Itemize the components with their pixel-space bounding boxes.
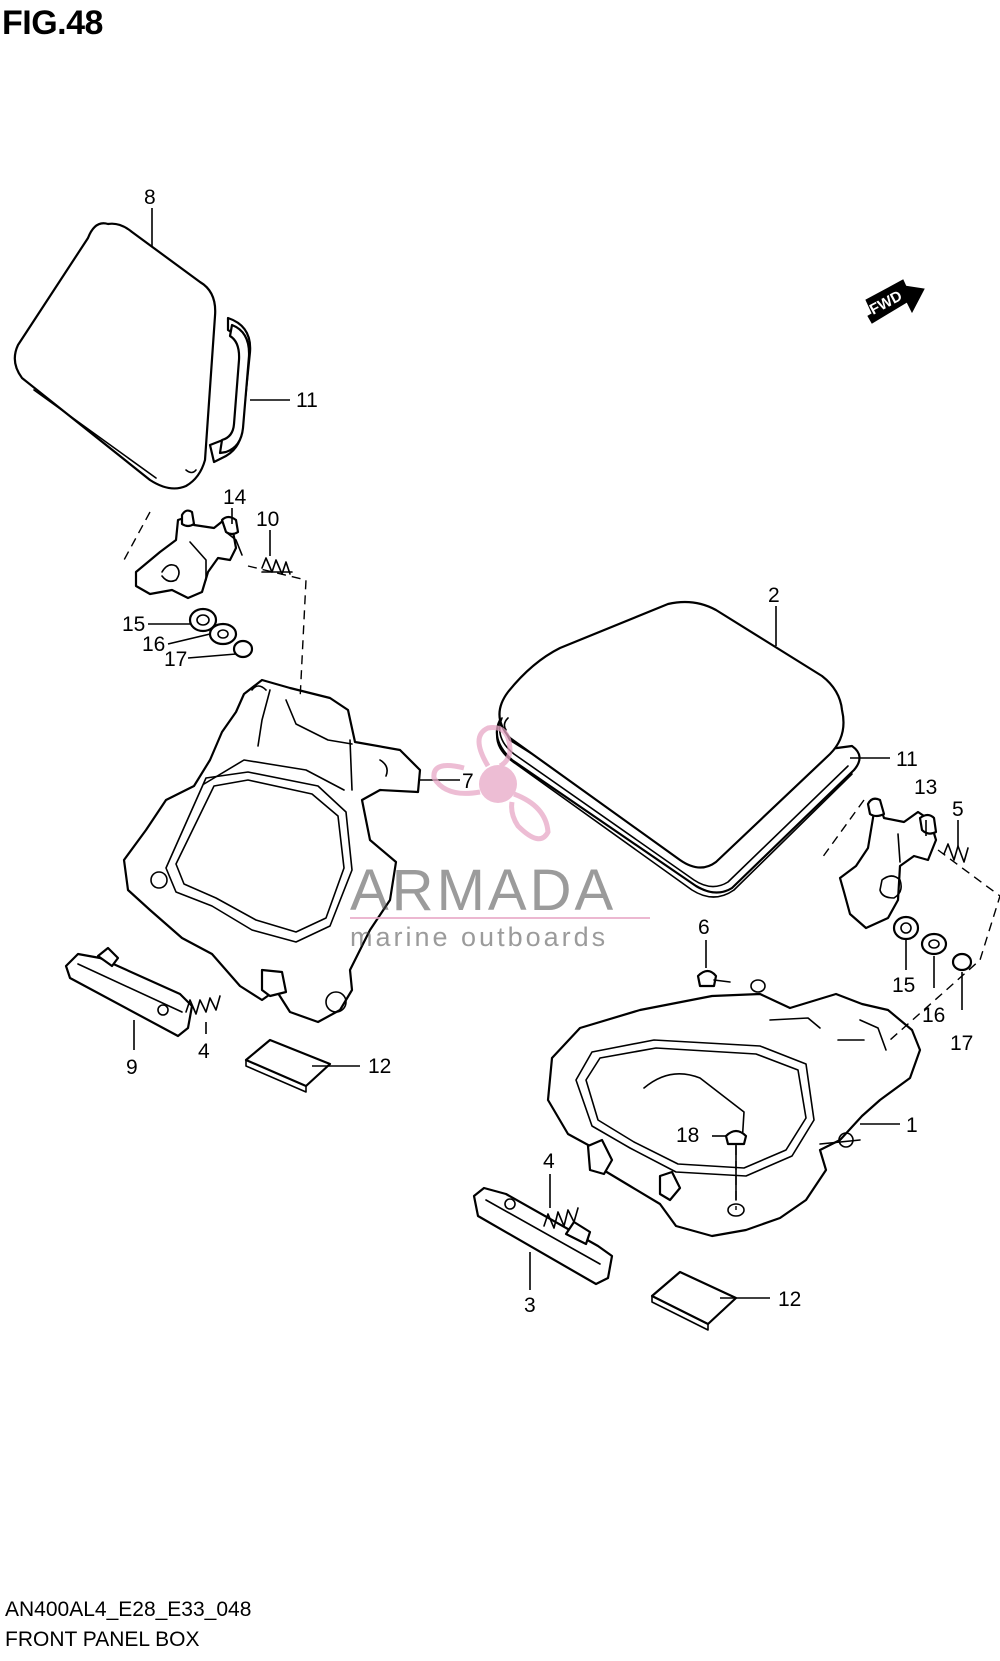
part-box-left xyxy=(122,678,422,1024)
leader-lines xyxy=(133,208,963,1299)
callout-12-left: 12 xyxy=(368,1055,391,1078)
part-3-latch-right xyxy=(472,1186,614,1286)
callout-14: 14 xyxy=(223,486,247,509)
callout-13: 13 xyxy=(914,776,937,799)
part-12-pad-right xyxy=(650,1270,738,1331)
callout-3: 3 xyxy=(524,1294,536,1317)
callout-15-right: 15 xyxy=(892,974,915,997)
callout-7: 7 xyxy=(462,770,474,793)
callout-4-left: 4 xyxy=(198,1040,210,1063)
callout-1: 1 xyxy=(906,1114,918,1137)
part-4-spring-right xyxy=(543,1207,579,1229)
callout-5: 5 xyxy=(952,798,964,821)
part-5-spring-right xyxy=(943,843,969,863)
part-15-collar-right xyxy=(892,915,920,941)
callout-16-left: 16 xyxy=(142,633,165,656)
part-2-lid-right xyxy=(495,600,861,894)
callout-6: 6 xyxy=(698,916,710,939)
part-17-screw-left xyxy=(232,639,254,659)
watermark-tagline: marine outboards xyxy=(350,922,608,952)
section-name: FRONT PANEL BOX xyxy=(5,1628,200,1651)
figure-title: FIG.48 xyxy=(2,4,103,42)
callout-8: 8 xyxy=(144,186,156,209)
callout-15-left: 15 xyxy=(122,613,145,636)
part-10-spring-left xyxy=(261,557,293,575)
callouts: 8 11 14 10 15 16 17 7 9 4 12 2 11 13 5 6… xyxy=(122,186,973,1317)
callout-18: 18 xyxy=(676,1124,699,1147)
part-14-hinge-left xyxy=(134,509,243,600)
part-8-lid-left xyxy=(13,222,252,490)
callout-4-right: 4 xyxy=(543,1150,555,1173)
callout-17-left: 17 xyxy=(164,648,187,671)
callout-11-left: 11 xyxy=(296,389,318,412)
watermark-brand: ARMADA xyxy=(350,858,616,923)
model-code: AN400AL4_E28_E33_048 xyxy=(5,1598,252,1621)
part-11-seal-left xyxy=(218,323,251,455)
propeller-logo-icon xyxy=(431,725,551,842)
part-17-screw-right xyxy=(951,952,973,972)
callout-17-right: 17 xyxy=(950,1032,973,1055)
part-16-washer-left xyxy=(208,622,238,646)
part-13-hinge-right xyxy=(838,797,938,930)
callout-16-right: 16 xyxy=(922,1004,945,1027)
part-4-spring-left xyxy=(185,995,221,1015)
callout-9: 9 xyxy=(126,1056,138,1079)
watermark: ARMADA marine outboards xyxy=(350,725,650,952)
part-6-screw xyxy=(696,969,766,993)
part-1-box-right xyxy=(546,992,922,1238)
part-12-pad-left xyxy=(244,1038,332,1093)
callout-11-right: 11 xyxy=(896,748,918,771)
callout-2: 2 xyxy=(768,584,780,607)
fwd-arrow-icon: FWD xyxy=(865,279,925,324)
part-15-collar-left xyxy=(188,607,218,633)
assembly-lines xyxy=(123,511,1000,1210)
part-16-washer-right xyxy=(920,932,948,956)
callout-12-right: 12 xyxy=(778,1288,801,1311)
part-9-latch-left xyxy=(64,946,194,1038)
callout-10: 10 xyxy=(256,508,279,531)
